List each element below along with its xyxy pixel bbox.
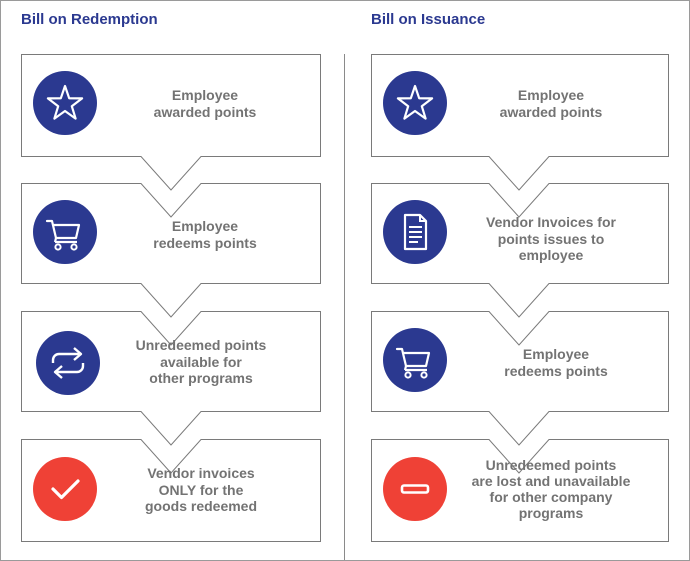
step-icon-circle bbox=[33, 457, 97, 521]
document-icon bbox=[403, 213, 428, 251]
column-title-issuance: Bill on Issuance bbox=[371, 11, 486, 28]
flow-box-issuance-4 bbox=[371, 439, 669, 542]
column-title-redemption: Bill on Redemption bbox=[21, 11, 158, 28]
flow-box-redemption-4 bbox=[21, 439, 321, 542]
step-icon-circle bbox=[36, 331, 100, 395]
step-icon-circle bbox=[33, 71, 97, 135]
step-icon-circle bbox=[383, 71, 447, 135]
step-label: Employee redeems points bbox=[504, 346, 608, 379]
flow-box-issuance-3 bbox=[371, 311, 669, 446]
cart-icon bbox=[45, 219, 81, 251]
cart-icon bbox=[395, 347, 431, 379]
step-icon-circle bbox=[33, 200, 97, 264]
flow-box-redemption-3 bbox=[21, 311, 321, 446]
step-label: Vendor invoices ONLY for the goods redee… bbox=[144, 465, 258, 514]
star-icon bbox=[396, 84, 434, 120]
step-label: Employee redeems points bbox=[153, 218, 257, 251]
minus-icon bbox=[400, 484, 430, 494]
flow-box-issuance-1 bbox=[371, 54, 669, 191]
step-label: Employee awarded points bbox=[153, 87, 257, 120]
step-label: Vendor Invoices for points issues to emp… bbox=[486, 214, 616, 263]
step-label: Employee awarded points bbox=[499, 87, 603, 120]
column-divider bbox=[344, 54, 345, 560]
star-icon bbox=[46, 84, 84, 120]
step-icon-circle bbox=[383, 457, 447, 521]
step-label: Unredeemed points are lost and unavailab… bbox=[471, 457, 631, 521]
flow-box-redemption-1 bbox=[21, 54, 321, 191]
flow-box-redemption-2 bbox=[21, 183, 321, 318]
flow-box-issuance-2 bbox=[371, 183, 669, 318]
refresh-icon bbox=[51, 347, 85, 379]
step-icon-circle bbox=[383, 328, 447, 392]
step-icon-circle bbox=[383, 200, 447, 264]
step-label: Unredeemed points available for other pr… bbox=[135, 337, 267, 386]
checkmark-icon bbox=[51, 479, 80, 500]
